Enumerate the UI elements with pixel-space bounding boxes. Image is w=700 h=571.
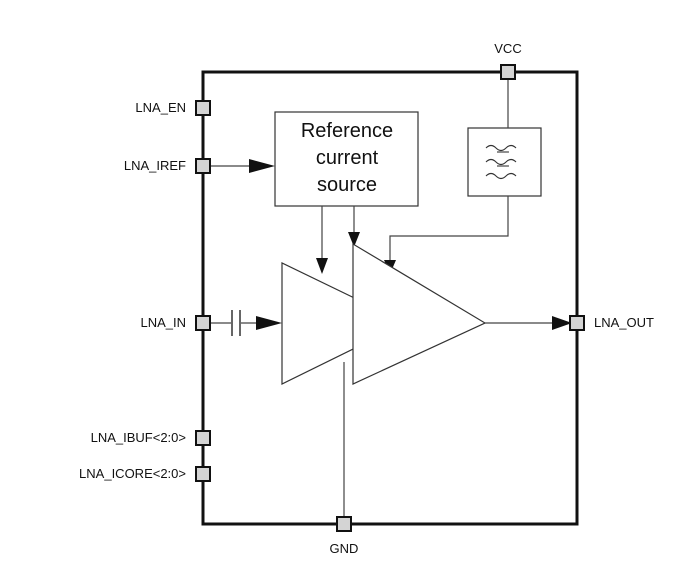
pin-lna-en — [195, 100, 211, 116]
filter-block — [467, 127, 542, 197]
label-lna-ibuf: LNA_IBUF<2:0> — [91, 430, 186, 445]
pin-gnd — [336, 516, 352, 532]
pin-lna-iref — [195, 158, 211, 174]
reference-source-line2: current — [316, 147, 379, 169]
label-lna-icore: LNA_ICORE<2:0> — [79, 466, 186, 481]
pin-vcc — [500, 64, 516, 80]
reference-source-line3: source — [317, 174, 377, 196]
ref-to-amp1-arrow — [316, 258, 328, 274]
label-lna-en: LNA_EN — [135, 100, 186, 115]
reference-current-source-block: Reference current source — [274, 111, 419, 207]
output-arrow — [552, 316, 572, 330]
label-lna-in: LNA_IN — [140, 315, 186, 330]
amplifier-stage-1 — [281, 262, 408, 385]
amplifier-stage-2 — [352, 242, 487, 385]
ref-to-amp2-arrow — [348, 232, 360, 247]
label-gnd: GND — [330, 541, 359, 556]
reference-source-line1: Reference — [301, 120, 393, 142]
label-lna-iref: LNA_IREF — [124, 158, 186, 173]
filter-icon — [485, 144, 517, 180]
chip-boundary — [201, 70, 579, 526]
pin-lna-ibuf — [195, 430, 211, 446]
filter-box — [467, 127, 542, 197]
label-vcc: VCC — [494, 41, 521, 56]
filter-to-amp-wire — [389, 196, 509, 262]
input-arrow — [256, 316, 282, 330]
iref-arrow — [249, 159, 275, 173]
pin-lna-in — [195, 315, 211, 331]
reference-source-box — [274, 111, 419, 207]
label-lna-out: LNA_OUT — [594, 315, 654, 330]
input-path — [208, 310, 282, 336]
pin-lna-out — [569, 315, 585, 331]
pin-lna-icore — [195, 466, 211, 482]
